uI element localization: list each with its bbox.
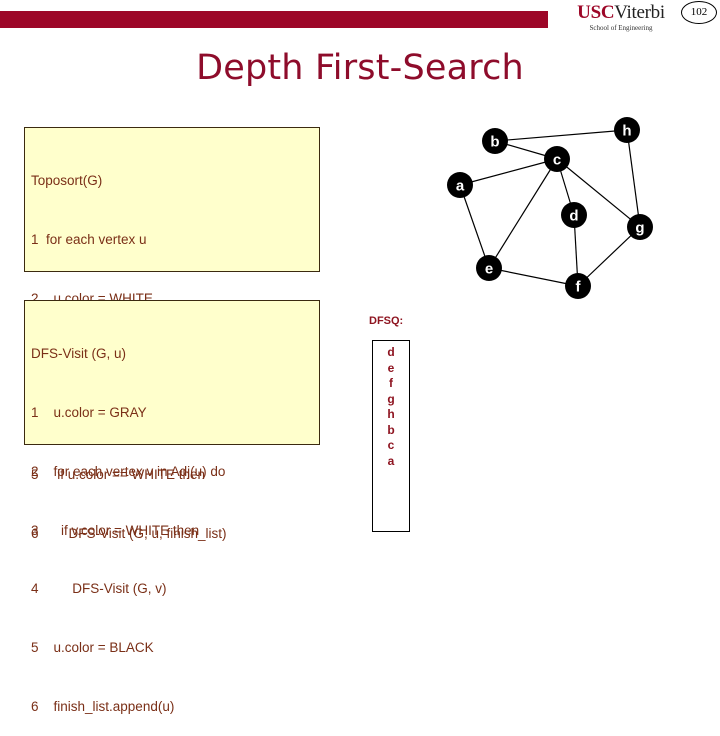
graph-edge-c-g: [556, 158, 641, 228]
code-line: 5 u.color = BLACK: [31, 640, 154, 656]
graph-edge-g-h: [626, 129, 641, 228]
graph-edge-c-e: [488, 158, 558, 269]
stack-item: c: [387, 438, 395, 452]
stack-item: a: [387, 453, 395, 468]
code-line: 1 u.color = GRAY: [31, 404, 147, 420]
usc-tagline: School of Engineering: [589, 24, 653, 32]
graph-node-group: a b c d e f g h: [447, 117, 653, 299]
stack-item: b: [387, 422, 395, 437]
code-line: 2 for each vertex v in Adj(u) do: [31, 463, 226, 479]
dfsq-stack-box: d e f g h b c a: [372, 340, 410, 532]
code-line: 1 for each vertex u: [31, 231, 147, 247]
graph-node-a: a: [447, 172, 473, 198]
graph-node-circle-c: [544, 146, 570, 172]
graph-edge-b-h: [494, 129, 628, 142]
stack-item: d: [387, 345, 395, 359]
graph-node-label-c: c: [553, 152, 561, 169]
graph-node-label-a: a: [456, 178, 465, 195]
graph-node-label-b: b: [490, 134, 499, 151]
toposort-pseudocode-box: Toposort(G) 1 for each vertex u 2 u.colo…: [24, 127, 320, 541]
graph-diagram: a b c d e f g h: [420, 110, 720, 310]
graph-node-h: h: [614, 117, 640, 143]
graph-edge-e-f: [488, 267, 579, 287]
slide-number-badge: 102: [681, 1, 717, 24]
graph-node-label-h: h: [622, 123, 631, 140]
dfsq-label: DFSQ:: [369, 315, 404, 327]
stack-item: f: [389, 376, 393, 390]
graph-svg: a b c d e f g h: [447, 117, 653, 299]
graph-node-circle-a: [447, 172, 473, 198]
graph-node-label-f: f: [576, 279, 582, 296]
code-line: 4 DFS-Visit (G, v): [31, 581, 167, 597]
graph-node-d: d: [561, 202, 587, 228]
graph-node-label-d: d: [569, 208, 578, 225]
page-title: Depth First-Search: [196, 48, 524, 88]
dfs-visit-pseudocode-box: DFS-Visit (G, u) 1 u.color = GRAY 2 for …: [24, 300, 320, 714]
usc-wordmark: USCViterbi: [556, 3, 686, 22]
graph-node-circle-b: [482, 128, 508, 154]
graph-node-circle-f: [565, 273, 591, 299]
graph-node-f: f: [565, 273, 591, 299]
graph-node-label-g: g: [635, 220, 644, 237]
stack-item: e: [387, 360, 395, 375]
graph-node-e: e: [476, 255, 502, 281]
graph-edge-a-c: [459, 158, 558, 186]
usc-text: USC: [577, 2, 615, 23]
viterbi-text: Viterbi: [614, 2, 665, 23]
graph-node-circle-g: [627, 214, 653, 240]
usc-viterbi-logo: USCViterbi School of Engineering: [556, 3, 686, 32]
graph-node-circle-e: [476, 255, 502, 281]
graph-node-b: b: [482, 128, 508, 154]
graph-node-circle-d: [561, 202, 587, 228]
graph-node-c: c: [544, 146, 570, 172]
graph-node-g: g: [627, 214, 653, 240]
graph-node-label-e: e: [485, 261, 493, 278]
header-accent-bar: [0, 11, 548, 28]
graph-edge-a-e: [459, 184, 490, 269]
code-line: 6 DFS-Visit (G, u, finish_list): [31, 525, 227, 541]
graph-node-circle-h: [614, 117, 640, 143]
code-line: 5 if u.color == WHITE then: [31, 467, 206, 483]
code-line: 3 if v.color = WHITE then: [31, 522, 200, 538]
code-line: DFS-Visit (G, u): [31, 346, 127, 362]
stack-item: h: [387, 407, 395, 421]
code-line: Toposort(G): [31, 173, 103, 189]
stack-item: g: [387, 391, 395, 406]
code-line: 6 finish_list.append(u): [31, 698, 175, 714]
graph-edge-f-g: [577, 226, 641, 287]
